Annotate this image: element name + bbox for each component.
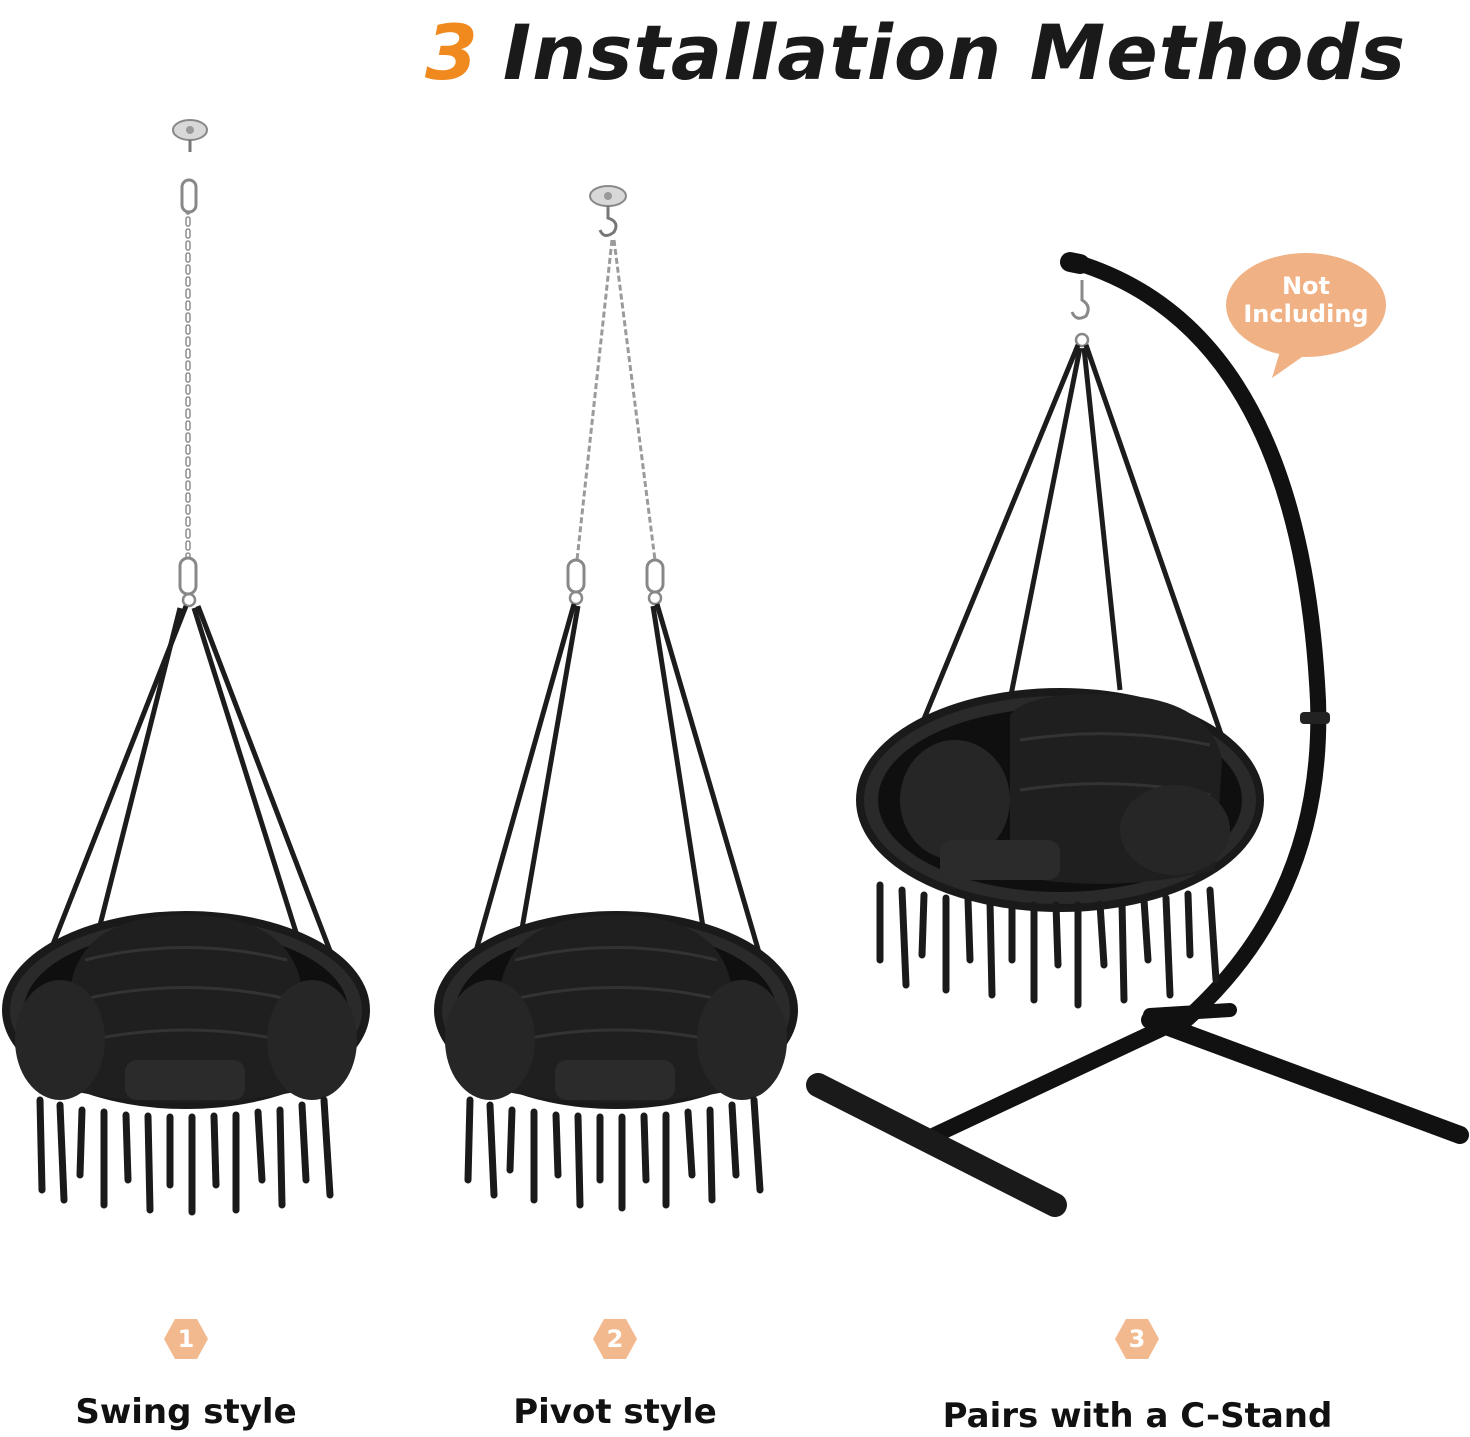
bubble-text: Not Including (1243, 272, 1369, 328)
method-badge-3: 3 (1114, 1318, 1160, 1360)
pivot-style-chair (434, 185, 798, 1212)
hexagon-icon (593, 1319, 637, 1359)
method-label-swing: Swing style (75, 1392, 297, 1432)
s-hook-icon (1070, 280, 1090, 320)
chain-icon (185, 212, 193, 557)
method-badge-1: 1 (163, 1318, 209, 1360)
speech-bubble-icon (1226, 253, 1386, 378)
hexagon-icon (1115, 1319, 1159, 1359)
not-including-bubble: Not Including (1222, 250, 1390, 380)
title-text: Installation Methods (502, 8, 1407, 97)
s-hook-icon (598, 206, 618, 237)
method-badge-2: 2 (592, 1318, 638, 1360)
c-stand-chair (806, 252, 1469, 1217)
swing-style-chair (2, 119, 370, 1216)
title-number: 3 (425, 8, 479, 97)
badge-number: 1 (177, 1325, 195, 1353)
badge-number: 3 (1128, 1325, 1146, 1353)
chain-icon (575, 239, 657, 561)
method-label-pivot: Pivot style (513, 1392, 717, 1432)
hexagon-icon (164, 1319, 208, 1359)
badge-number: 2 (606, 1325, 624, 1353)
method-label-c-stand: Pairs with a C-Stand (942, 1396, 1333, 1436)
page-title: 3 Installation Methods (425, 8, 1405, 97)
c-stand-icon (806, 252, 1469, 1217)
